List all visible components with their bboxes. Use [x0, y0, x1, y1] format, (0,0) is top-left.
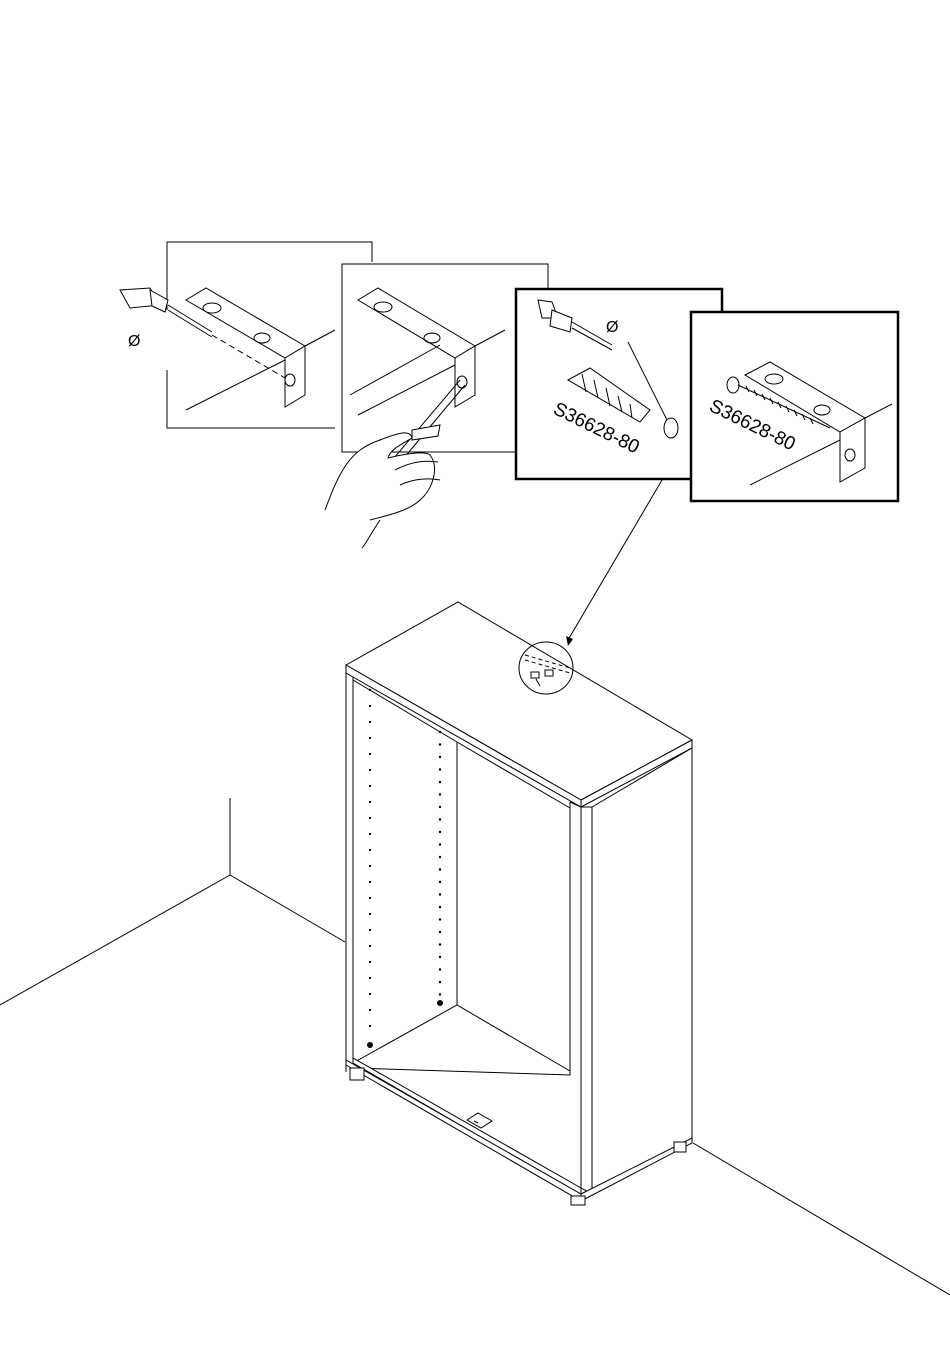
- shelf-pin-hole: [439, 756, 441, 758]
- shelf-pin-hole: [369, 737, 371, 739]
- shelf-pin-hole: [369, 801, 371, 803]
- shelf-pin-hole: [369, 833, 371, 835]
- shelf-pin-hole: [369, 753, 371, 755]
- shelf-pin-hole: [439, 968, 441, 970]
- shelf-pin-hole: [439, 856, 441, 858]
- panel-screw: S36628-80: [691, 312, 898, 501]
- shelf-pin-hole: [369, 993, 371, 995]
- shelf-pin-hole: [369, 865, 371, 867]
- shelf-pin-hole: [369, 881, 371, 883]
- shelf-pin-hole: [369, 929, 371, 931]
- shelf-pin-hole: [369, 849, 371, 851]
- shelf-pin-hole: [369, 913, 371, 915]
- shelf-pin-hole: [369, 785, 371, 787]
- shelf-pin-hole: [369, 705, 371, 707]
- bookcase: [346, 480, 692, 1205]
- shelf-pin-hole: [439, 931, 441, 933]
- shelf-pin-hole: [369, 817, 371, 819]
- shelf-pin-hole: [369, 945, 371, 947]
- shelf-pin-hole: [369, 897, 371, 899]
- panel-mark: [325, 264, 548, 548]
- shelf-pin-hole: [439, 993, 441, 995]
- panel-drill: Ø: [120, 242, 372, 428]
- shelf-pin-hole: [439, 731, 441, 733]
- shelf-pin-holes: [369, 689, 441, 1027]
- drill-diameter-symbol-1: Ø: [128, 333, 140, 350]
- shelf-pin-hole: [369, 721, 371, 723]
- shelf-pin-hole: [439, 831, 441, 833]
- shelf-pin-hole: [369, 977, 371, 979]
- shelf-pin-hole: [369, 1009, 371, 1011]
- shelf-pin-hole: [439, 868, 441, 870]
- drill-diameter-symbol-2: Ø: [606, 319, 618, 336]
- shelf-pin-hole: [369, 1025, 371, 1027]
- shelf-pin-hole: [439, 818, 441, 820]
- shelf-pin-hole: [439, 981, 441, 983]
- shelf-pin-hole: [369, 961, 371, 963]
- shelf-pin-hole: [439, 793, 441, 795]
- shelf-pin-hole: [439, 843, 441, 845]
- shelf-pin-hole: [439, 781, 441, 783]
- shelf-pin-hole: [439, 881, 441, 883]
- shelf-pin-hole: [439, 768, 441, 770]
- shelf-pin-hole: [439, 918, 441, 920]
- shelf-pin-hole: [439, 893, 441, 895]
- shelf-pin-hole: [439, 956, 441, 958]
- shelf-pin-hole: [439, 806, 441, 808]
- shelf-pin-hole: [369, 689, 371, 691]
- shelf-pin-hole: [439, 906, 441, 908]
- shelf-pin-hole: [439, 943, 441, 945]
- shelf-pin-hole: [439, 743, 441, 745]
- shelf-pin-hole: [369, 769, 371, 771]
